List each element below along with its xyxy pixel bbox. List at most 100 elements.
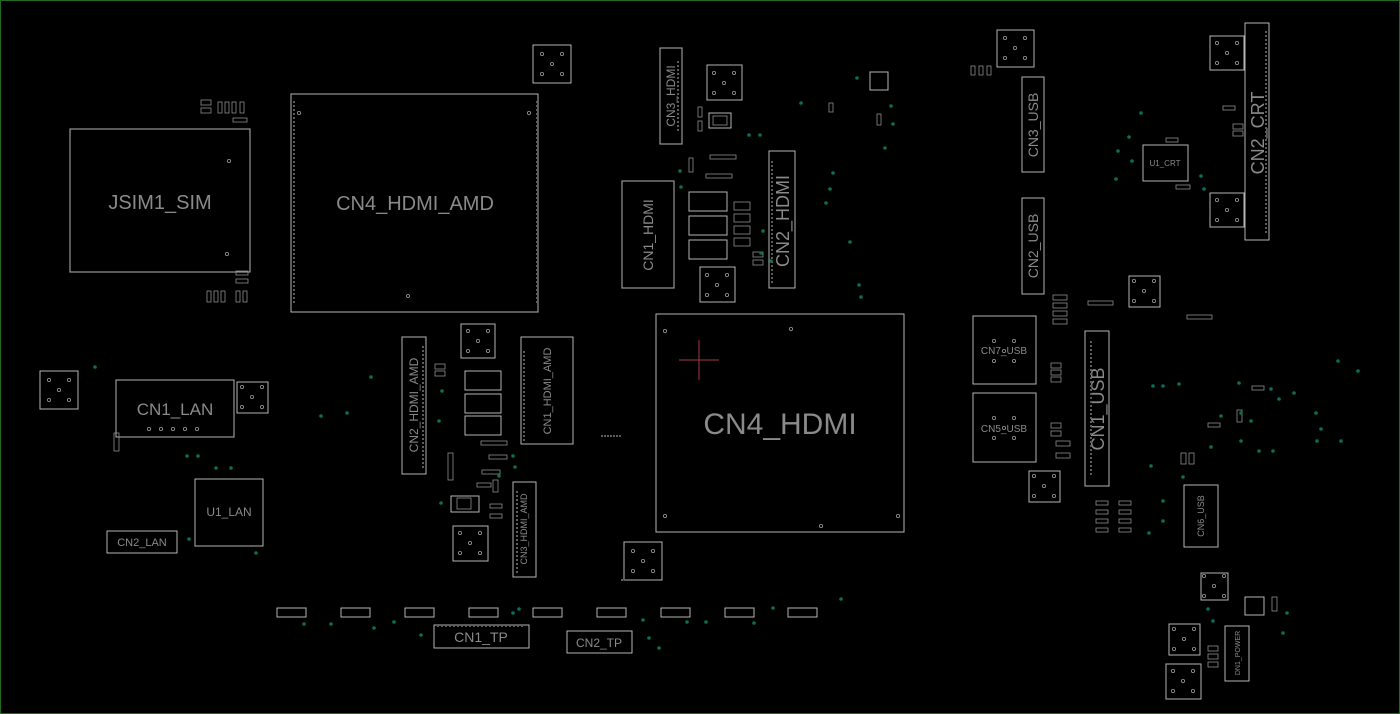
hole bbox=[560, 72, 565, 77]
cn4-hdmi-amd-component[interactable]: CN4_HDMI_AMD bbox=[290, 93, 539, 313]
pin bbox=[536, 217, 538, 219]
cn2-lan-component[interactable]: CN2_LAN bbox=[106, 530, 178, 554]
pin bbox=[1090, 397, 1092, 399]
pin bbox=[619, 630, 621, 632]
hole bbox=[1052, 493, 1057, 498]
pin bbox=[449, 625, 451, 627]
pin bbox=[771, 213, 773, 215]
pin bbox=[293, 293, 295, 295]
cn2-tp-component[interactable]: CN2_TP bbox=[566, 630, 633, 654]
pin bbox=[536, 269, 538, 271]
pin bbox=[422, 406, 424, 408]
u1-lan-component[interactable]: U1_LAN bbox=[194, 478, 264, 547]
pin bbox=[1090, 445, 1092, 447]
via bbox=[511, 611, 515, 615]
u1-crt-component[interactable]: U1_CRT bbox=[1142, 137, 1191, 190]
pin bbox=[523, 375, 525, 377]
cn3-usb-component[interactable]: CN3_USB bbox=[1021, 76, 1045, 173]
jsim1-sim-component[interactable]: JSIM1_SIM bbox=[69, 128, 251, 273]
pin bbox=[1090, 425, 1092, 427]
hole bbox=[992, 358, 997, 363]
cn2-hdmi-amd-component[interactable]: CN2_HDMI_AMD bbox=[401, 336, 427, 475]
hole bbox=[182, 426, 187, 431]
pin bbox=[293, 105, 295, 107]
pin bbox=[677, 69, 679, 71]
pin bbox=[677, 121, 679, 123]
pin bbox=[1265, 215, 1267, 217]
hole bbox=[485, 348, 490, 353]
dn1-power-component[interactable]: DN1_POWER bbox=[1224, 625, 1250, 682]
pin bbox=[1265, 191, 1267, 193]
hole bbox=[477, 551, 482, 556]
pin bbox=[477, 625, 479, 627]
via bbox=[1181, 475, 1185, 479]
pin bbox=[677, 117, 679, 119]
pin bbox=[293, 273, 295, 275]
pin bbox=[771, 281, 773, 283]
pin bbox=[1265, 143, 1267, 145]
pin bbox=[536, 233, 538, 235]
cn1-lan-component[interactable]: CN1_LAN bbox=[113, 379, 235, 452]
via bbox=[883, 146, 887, 150]
cn6-usb-component[interactable]: CN6_USB bbox=[1183, 484, 1219, 548]
pin bbox=[677, 77, 679, 79]
cn2-hdmi-component[interactable]: CN2_HDMI bbox=[768, 150, 796, 289]
pin bbox=[677, 129, 679, 131]
pin bbox=[536, 293, 538, 295]
hole bbox=[239, 404, 244, 409]
pin bbox=[1090, 373, 1092, 375]
square-pad-right-1 bbox=[1052, 275, 1213, 325]
pin bbox=[536, 281, 538, 283]
hole bbox=[1212, 584, 1217, 589]
pin bbox=[771, 209, 773, 211]
via bbox=[857, 283, 861, 287]
square-pad-top-2 bbox=[688, 64, 743, 179]
pin bbox=[587, 630, 589, 632]
pin bbox=[536, 253, 538, 255]
pin bbox=[501, 625, 503, 627]
via bbox=[187, 537, 191, 541]
pin bbox=[1090, 345, 1092, 347]
pin bbox=[523, 427, 525, 429]
cn2-crt-component[interactable]: CN2_CRT bbox=[1244, 22, 1270, 241]
via bbox=[1161, 384, 1165, 388]
pin bbox=[536, 297, 538, 299]
pin bbox=[293, 185, 295, 187]
pin bbox=[1090, 341, 1092, 343]
via bbox=[1199, 174, 1203, 178]
pin bbox=[422, 434, 424, 436]
pin bbox=[771, 217, 773, 219]
pin bbox=[516, 555, 518, 557]
via bbox=[1206, 607, 1210, 611]
square-pad-top-3 bbox=[828, 71, 889, 126]
pin bbox=[516, 507, 518, 509]
pin bbox=[1265, 175, 1267, 177]
cn1-tp-component[interactable]: CN1_TP bbox=[433, 624, 530, 649]
cn3-usb-label: CN3_USB bbox=[1025, 93, 1041, 158]
pin bbox=[516, 511, 518, 513]
via bbox=[1336, 359, 1340, 363]
cn2-usb-component[interactable]: CN2_USB bbox=[1021, 197, 1045, 295]
cn7-usb-component[interactable]: CN7_USB bbox=[972, 315, 1037, 385]
cn1-usb-component[interactable]: CN1_USB bbox=[1084, 330, 1110, 487]
pin bbox=[583, 630, 585, 632]
cn1-usb-label: CN1_USB bbox=[1088, 367, 1109, 450]
pin bbox=[437, 625, 439, 627]
cn1-hdmi-amd-component[interactable]: CN1_HDMI_AMD bbox=[520, 336, 574, 445]
hole bbox=[1192, 627, 1197, 632]
pin bbox=[441, 625, 443, 627]
pin bbox=[293, 101, 295, 103]
pin bbox=[1090, 417, 1092, 419]
pin bbox=[1265, 223, 1267, 225]
cn4-hdmi-component[interactable]: CN4_HDMI bbox=[655, 313, 905, 533]
pin bbox=[1265, 71, 1267, 73]
hole bbox=[722, 81, 727, 86]
via bbox=[1130, 159, 1134, 163]
cn5-usb-component[interactable]: CN5_USB bbox=[972, 392, 1037, 463]
cn1-hdmi-component[interactable]: CN1_HDMI bbox=[621, 180, 675, 289]
cn3-hdmi-amd-component[interactable]: CN3_HDMI_AMD bbox=[512, 481, 537, 578]
pin bbox=[599, 630, 601, 632]
lan-square-pads bbox=[39, 370, 269, 414]
cn3-hdmi-component[interactable]: CN3_HDMI bbox=[659, 47, 683, 145]
pin bbox=[623, 630, 625, 632]
